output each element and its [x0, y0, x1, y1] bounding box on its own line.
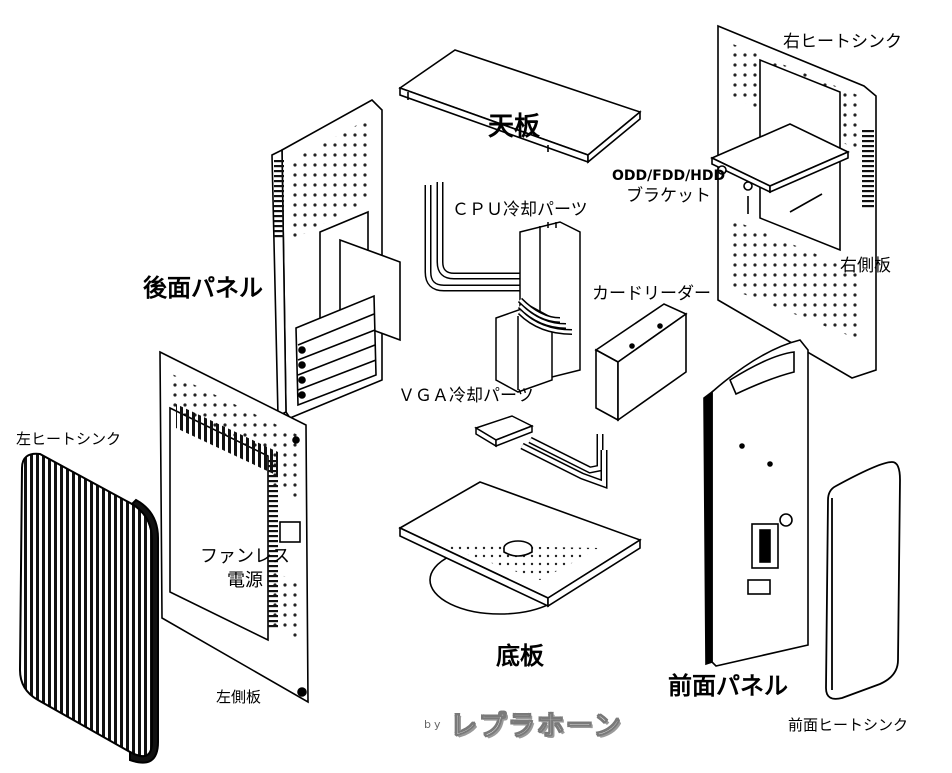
- brand-logo-text: レプラホーン: [450, 711, 623, 743]
- label-right-side-plate: 右側板: [840, 256, 891, 276]
- right-side-plate-part: [710, 24, 877, 379]
- label-fanless-psu-line2: 電源: [227, 570, 263, 591]
- label-top-plate: 天板: [488, 112, 541, 142]
- credit-logo: by レプラホーン: [424, 704, 634, 743]
- front-panel-part: [703, 339, 809, 667]
- label-odd-bracket: ODD/FDD/HDD ブラケット: [612, 166, 725, 207]
- label-right-heatsink: 右ヒートシンク: [783, 32, 902, 52]
- label-rear-panel: 後面パネル: [143, 274, 263, 302]
- front-heatsink-part: [825, 461, 901, 700]
- label-front-panel: 前面パネル: [668, 672, 788, 700]
- top-plate-part: [398, 49, 642, 164]
- credit-by: by: [424, 718, 444, 731]
- label-bottom-plate: 底板: [496, 642, 544, 670]
- vga-cooling-part: [474, 415, 608, 489]
- label-fanless-psu: ファンレス 電源: [200, 545, 290, 593]
- label-front-heatsink: 前面ヒートシンク: [788, 716, 909, 734]
- left-side-plate-part: [159, 350, 309, 704]
- label-fanless-psu-line1: ファンレス: [200, 546, 290, 567]
- cpu-cooling-part: [424, 182, 581, 393]
- left-heatsink-part: [18, 452, 159, 764]
- bottom-plate-part: [398, 481, 642, 615]
- card-reader-part: [594, 303, 688, 422]
- label-left-side-plate: 左側板: [216, 688, 262, 706]
- label-odd-bracket-line2: ブラケット: [626, 186, 712, 206]
- label-odd-bracket-line1: ODD/FDD/HDD: [612, 168, 726, 184]
- label-left-heatsink: 左ヒートシンク: [16, 430, 122, 448]
- label-card-reader: カードリーダー: [592, 284, 711, 304]
- rear-panel-part: [271, 99, 401, 419]
- label-vga-cooling: ＶＧＡ冷却パーツ: [398, 386, 534, 406]
- label-cpu-cooling: ＣＰＵ冷却パーツ: [452, 200, 588, 220]
